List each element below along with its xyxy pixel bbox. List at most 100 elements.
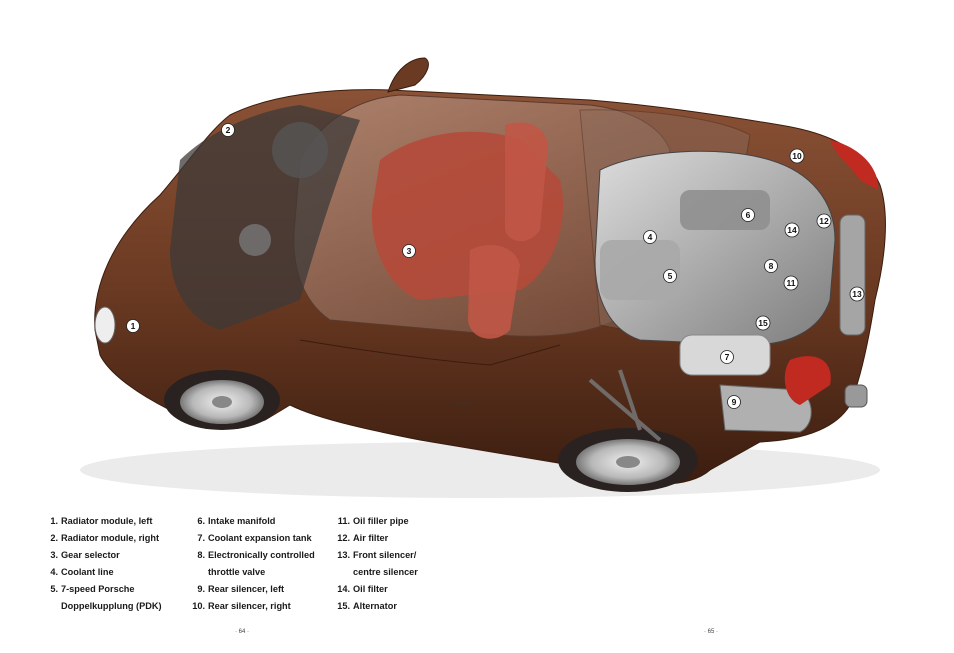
intake-manifold xyxy=(680,190,770,230)
callout-5: 5 xyxy=(663,269,677,283)
callout-11: 11 xyxy=(783,275,799,291)
legend-item: 4.Coolant line xyxy=(49,564,162,581)
legend-text: Air filter xyxy=(353,533,389,543)
legend-text: Front silencer/ xyxy=(353,550,417,560)
svg-text:11: 11 xyxy=(787,278,796,288)
callout-8: 8 xyxy=(764,259,778,273)
svg-text:5: 5 xyxy=(668,271,673,281)
legend-column-1: 1.Radiator module, left 2.Radiator modul… xyxy=(49,513,162,615)
legend-text: throttle valve xyxy=(208,567,266,577)
seat-back-left xyxy=(468,245,520,339)
legend-text: Rear silencer, left xyxy=(208,584,285,594)
legend-item: 14.Oil filter xyxy=(333,581,418,598)
legend-text: Coolant expansion tank xyxy=(208,533,312,543)
legend-item: 3.Gear selector xyxy=(49,547,162,564)
svg-text:8: 8 xyxy=(769,261,774,271)
callout-2: 2 xyxy=(221,123,235,137)
legend-column-2: 6.Intake manifold 7.Coolant expansion ta… xyxy=(191,513,315,615)
callout-14: 14 xyxy=(784,222,800,238)
legend-item: 12.Air filter xyxy=(333,530,418,547)
door-line xyxy=(299,339,561,366)
svg-text:12: 12 xyxy=(819,216,829,226)
front-wheel xyxy=(164,370,280,430)
legend-number: 6. xyxy=(197,516,205,526)
legend-item: 15.Alternator xyxy=(333,598,418,615)
callout-4: 4 xyxy=(643,230,657,244)
callout-12: 12 xyxy=(816,213,832,229)
legend-text: centre silencer xyxy=(353,567,418,577)
svg-text:9: 9 xyxy=(732,397,737,407)
brake-booster xyxy=(272,122,328,178)
front-strut xyxy=(239,224,271,256)
callout-1: 1 xyxy=(126,319,140,333)
legend-text: 7-speed Porsche xyxy=(61,584,135,594)
legend-item: 11.Oil filler pipe xyxy=(333,513,418,530)
svg-text:6: 6 xyxy=(746,210,751,220)
legend-item: 2.Radiator module, right xyxy=(49,530,162,547)
seat-back-right xyxy=(505,122,548,242)
svg-text:15: 15 xyxy=(758,318,768,328)
legend-number: 1. xyxy=(50,516,58,526)
legend-item: 7.Coolant expansion tank xyxy=(191,530,315,547)
tail-light-right xyxy=(830,140,879,190)
legend-text: Electronically controlled xyxy=(208,550,315,560)
legend-number: 12. xyxy=(337,533,350,543)
legend-number: 2. xyxy=(50,533,58,543)
callout-10: 10 xyxy=(789,148,805,164)
transmission xyxy=(600,240,680,300)
callout-3: 3 xyxy=(402,244,416,258)
door-handle xyxy=(448,401,476,407)
legend-number: 9. xyxy=(197,584,205,594)
legend-item: 13.Front silencer/ xyxy=(333,547,418,564)
tail-light-left xyxy=(784,356,831,405)
legend-number: 3. xyxy=(50,550,58,560)
legend-item: throttle valve xyxy=(191,564,315,581)
callout-9: 9 xyxy=(727,395,741,409)
svg-text:4: 4 xyxy=(648,232,653,242)
exhaust-tip xyxy=(844,384,868,408)
front-headlight xyxy=(94,306,116,344)
svg-text:2: 2 xyxy=(226,125,231,135)
svg-text:1: 1 xyxy=(131,321,136,331)
callout-15: 15 xyxy=(755,315,771,331)
legend-number: 5. xyxy=(50,584,58,594)
legend-text: Gear selector xyxy=(61,550,120,560)
svg-text:10: 10 xyxy=(792,151,802,161)
side-mirror xyxy=(387,57,429,93)
svg-text:3: 3 xyxy=(407,246,412,256)
legend-item: 6.Intake manifold xyxy=(191,513,315,530)
car-cutaway-illustration: 1 2 3 4 5 6 7 8 9 10 11 12 13 14 15 xyxy=(80,57,886,498)
svg-text:7: 7 xyxy=(725,352,730,362)
legend-number: 11. xyxy=(337,516,350,526)
page-number-right: · 65 · xyxy=(704,629,719,635)
legend-item: 1.Radiator module, left xyxy=(49,513,162,530)
legend-text: Oil filter xyxy=(353,584,388,594)
legend-text: Rear silencer, right xyxy=(208,601,291,611)
legend-item: Doppelkupplung (PDK) xyxy=(49,598,162,615)
legend-item: centre silencer xyxy=(333,564,418,581)
callout-7: 7 xyxy=(720,350,734,364)
front-silencer xyxy=(839,214,866,336)
legend-number: 13. xyxy=(337,550,350,560)
legend-item: 8.Electronically controlled xyxy=(191,547,315,564)
legend-text: Coolant line xyxy=(61,567,114,577)
legend-number: 4. xyxy=(50,567,58,577)
legend-number: 8. xyxy=(197,550,205,560)
legend-text: Intake manifold xyxy=(208,516,276,526)
legend-text: Radiator module, left xyxy=(61,516,153,526)
rear-wheel xyxy=(558,428,698,492)
legend-column-3: 11.Oil filler pipe 12.Air filter 13.Fron… xyxy=(333,513,418,615)
legend-text: Radiator module, right xyxy=(61,533,160,543)
callout-6: 6 xyxy=(741,208,755,222)
svg-text:14: 14 xyxy=(787,225,797,235)
legend-text: Alternator xyxy=(353,601,397,611)
page-number-left: · 64 · xyxy=(235,629,250,635)
legend-number: 7. xyxy=(197,533,205,543)
legend-number: 15. xyxy=(337,601,350,611)
legend-text: Doppelkupplung (PDK) xyxy=(61,601,162,611)
legend-number: 10. xyxy=(192,601,205,611)
rear-suspension xyxy=(588,369,662,442)
legend-item: 5.7-speed Porsche xyxy=(49,581,162,598)
legend-item: 10.Rear silencer, right xyxy=(191,598,315,615)
legend-number: 14. xyxy=(337,584,350,594)
